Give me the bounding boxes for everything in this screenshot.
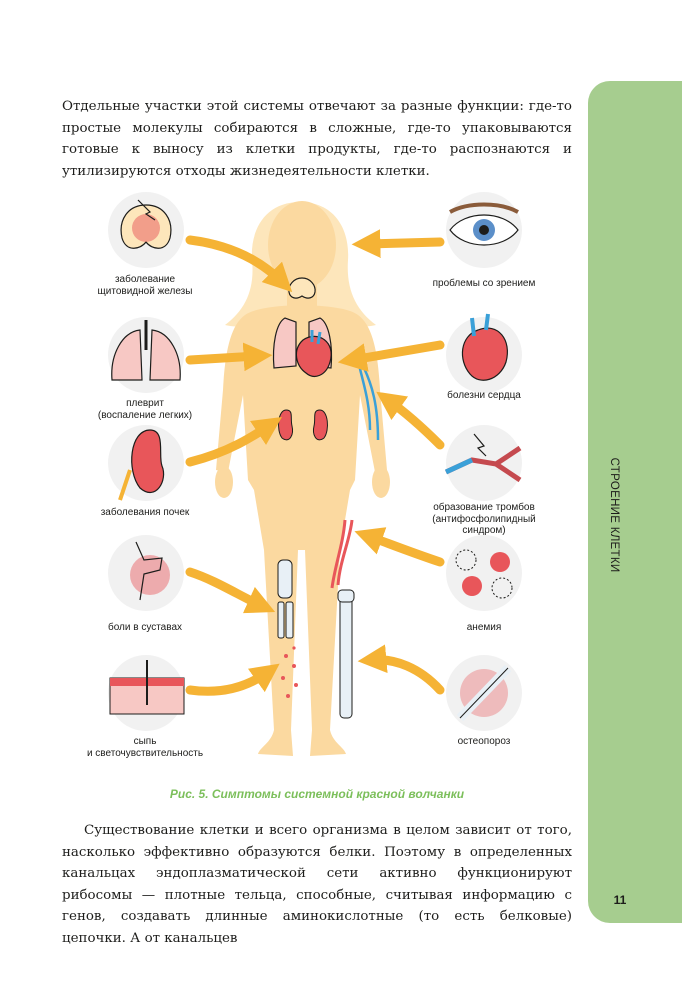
label-vision: проблемы со зрением [432,278,536,289]
arrow-joints [185,567,276,614]
symptom-arrows [185,229,445,696]
chapter-tab-label: СТРОЕНИЕ КЛЕТКИ [602,430,626,600]
label-rash: сыпь и светочувствительность [86,736,204,759]
label-joints: боли в суставах [107,622,183,633]
arrow-osteoporosis [357,644,445,695]
bone-icon [446,655,522,731]
arrow-kidneys [185,417,282,467]
body-illustration [108,192,522,756]
arrow-skin [185,663,280,696]
label-clots: образование тромбов (антифосфолипидный с… [432,502,536,536]
arrow-thyroid [185,235,293,293]
label-pleurisy: плеврит (воспаление легких) [97,398,193,421]
red-blood-cells-icon [446,535,522,611]
kidney-right-organ [313,409,328,441]
chapter-title: СТРОЕНИЕ КЛЕТКИ [608,457,620,573]
page-number: 11 [613,893,627,907]
arrow-eye [351,229,445,259]
arrow-lungs [185,342,273,372]
rash-dots [281,646,298,698]
eye-icon [446,192,522,268]
lupus-symptoms-figure: заболевание щитовидной железы плеврит (в… [0,190,588,770]
skin-icon [108,655,185,731]
label-kidneys: заболевания почек [100,507,190,518]
kidney-left-organ [278,409,293,441]
leg-vessels [330,519,354,589]
arrow-anemia [354,527,445,567]
intro-paragraph: Отдельные участки этой системы отвечают … [62,99,572,179]
heart-icon [446,313,522,393]
thyroid-icon [108,192,184,268]
arrow-heart [337,340,445,372]
figure-caption: Рис. 5. Симптомы системной красной волча… [169,787,465,801]
chapter-tab [588,81,682,923]
joint-icon [108,535,184,611]
heart-organ [295,335,332,377]
blood-clot-icon [444,425,522,501]
lungs-icon [108,317,184,393]
kidney-icon [108,425,184,501]
label-anemia: анемия [466,622,502,633]
label-thyroid: заболевание щитовидной железы [97,274,193,297]
arrow-clots [376,391,445,450]
label-osteoporosis: остеопороз [457,736,511,747]
label-heart: болезни сердца [447,390,521,401]
body-paragraph: Существование клетки и всего организма в… [62,823,572,946]
knee-bones [277,559,355,719]
thyroid-organ [288,277,316,299]
